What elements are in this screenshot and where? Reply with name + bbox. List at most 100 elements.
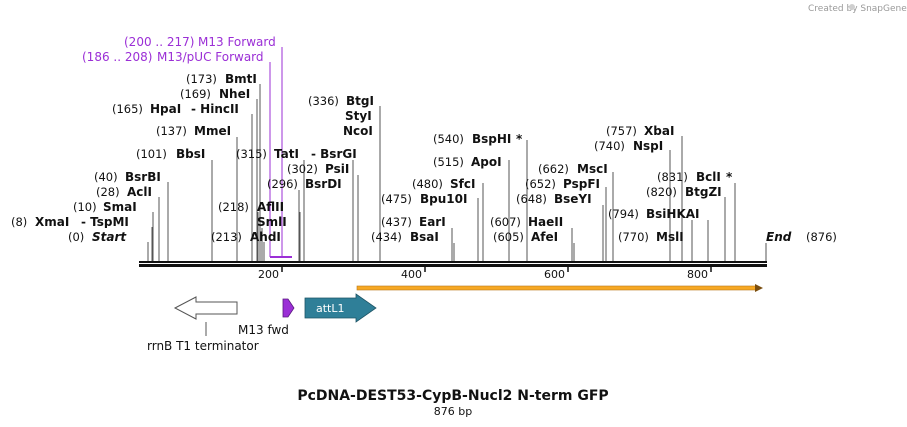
attl1-label: attL1 <box>316 302 345 315</box>
ruler: 200 400 600 800 <box>258 266 712 281</box>
enzyme-position: (607) <box>490 215 521 229</box>
enzyme-position: (475) <box>381 192 412 206</box>
enzyme-name[interactable]: NspI <box>633 139 663 153</box>
end-position: (876) <box>806 230 837 244</box>
enzyme-name[interactable]: SmlI <box>257 215 287 229</box>
attl1-feature[interactable]: attL1 <box>304 293 377 323</box>
enzyme-name[interactable]: PsiI <box>325 162 349 176</box>
enzyme-labels-mid-left: (315) TatI - BsrGI (302) PsiI (296) BsrD… <box>211 94 374 244</box>
enzyme-position: (605) <box>493 230 524 244</box>
enzyme-name[interactable]: MmeI <box>194 124 231 138</box>
enzyme-position: (757) <box>606 124 637 138</box>
enzyme-star: * <box>726 170 733 184</box>
enzyme-position: (218) <box>218 200 249 214</box>
enzyme-position: (770) <box>618 230 649 244</box>
enzyme-position: (820) <box>646 185 677 199</box>
orf-arrow[interactable] <box>356 284 763 292</box>
enzyme-name[interactable]: BsrBI <box>125 170 161 184</box>
ruler-label: 400 <box>401 268 422 281</box>
enzyme-alt-name[interactable]: - BsrGI <box>311 147 357 161</box>
primer-range: (186 .. 208) <box>82 50 152 64</box>
enzyme-position: (213) <box>211 230 242 244</box>
enzyme-position: (296) <box>267 177 298 191</box>
enzyme-position: (740) <box>594 139 625 153</box>
enzyme-name[interactable]: Bpu10I <box>420 192 467 206</box>
enzyme-position: (336) <box>308 94 339 108</box>
start-position: (0) <box>68 230 84 244</box>
enzyme-labels-mid: (540) BspHI * (515) ApoI (480) SfcI (475… <box>371 132 608 244</box>
enzyme-name[interactable]: MslI <box>656 230 684 244</box>
enzyme-name[interactable]: ApoI <box>471 155 502 169</box>
enzyme-position: (165) <box>112 102 143 116</box>
start-label: Start <box>92 230 127 244</box>
m13-fwd-label: M13 fwd <box>238 323 289 337</box>
enzyme-name[interactable]: BsaI <box>410 230 439 244</box>
end-label: End <box>766 230 792 244</box>
enzyme-position: (8) <box>11 215 27 229</box>
enzyme-star: * <box>516 132 523 146</box>
enzyme-name[interactable]: BsrDI <box>305 177 342 191</box>
enzyme-position: (28) <box>96 185 120 199</box>
enzyme-labels-left: (173) BmtI (169) NheI (165) HpaI - HincI… <box>11 72 257 229</box>
enzyme-name[interactable]: SfcI <box>450 177 475 191</box>
enzyme-name[interactable]: HaeII <box>528 215 563 229</box>
enzyme-name[interactable]: XbaI <box>644 124 674 138</box>
enzyme-position: (652) <box>525 177 556 191</box>
enzyme-name[interactable]: NheI <box>219 87 250 101</box>
cut-lines <box>147 84 767 262</box>
enzyme-position: (40) <box>94 170 118 184</box>
sequence-length: 876 bp <box>434 405 472 418</box>
enzyme-name[interactable]: AfeI <box>531 230 558 244</box>
enzyme-name[interactable]: NcoI <box>343 124 373 138</box>
map-title: PcDNA-DEST53-CypB-Nucl2 N-term GFP <box>297 388 608 404</box>
enzyme-name[interactable]: StyI <box>345 109 372 123</box>
enzyme-position: (794) <box>608 207 639 221</box>
m13-fwd-feature[interactable]: M13 fwd <box>238 298 295 337</box>
primer-range: (200 .. 217) <box>124 35 194 49</box>
rrnb-t1-terminator-feature[interactable]: rrnB T1 terminator <box>147 296 259 353</box>
enzyme-name[interactable]: BspHI <box>472 132 511 146</box>
sequence-backbone-top <box>139 261 767 263</box>
enzyme-alt-name[interactable]: - TspMI <box>81 215 129 229</box>
enzyme-position: (173) <box>186 72 217 86</box>
enzyme-position: (10) <box>73 200 97 214</box>
enzyme-name[interactable]: SmaI <box>103 200 137 214</box>
enzyme-name[interactable]: PspFI <box>563 177 600 191</box>
enzyme-name[interactable]: BbsI <box>176 147 205 161</box>
snapgene-credit: Created by SnapGene <box>808 4 907 14</box>
enzyme-position: (662) <box>538 162 569 176</box>
ruler-label: 800 <box>687 268 708 281</box>
enzyme-position: (302) <box>287 162 318 176</box>
enzyme-name[interactable]: HpaI <box>150 102 181 116</box>
enzyme-position: (169) <box>180 87 211 101</box>
ruler-label: 600 <box>544 268 565 281</box>
sequence-backbone-bottom <box>139 264 767 267</box>
enzyme-name[interactable]: AhdI <box>250 230 281 244</box>
rrnb-t1-terminator-label: rrnB T1 terminator <box>147 339 259 353</box>
primer-name: M13 Forward <box>198 35 276 49</box>
primer-name: M13/pUC Forward <box>157 50 264 64</box>
enzyme-alt-name[interactable]: - HincII <box>191 102 239 116</box>
enzyme-name[interactable]: BseYI <box>554 192 592 206</box>
enzyme-position: (315) <box>236 147 267 161</box>
enzyme-name[interactable]: MscI <box>577 162 608 176</box>
enzyme-position: (540) <box>433 132 464 146</box>
enzyme-name[interactable]: XmaI <box>35 215 69 229</box>
enzyme-labels-right: (757) XbaI (740) NspI (831) BclI * (820)… <box>594 124 733 244</box>
enzyme-name[interactable]: BtgI <box>346 94 374 108</box>
enzyme-name[interactable]: BmtI <box>225 72 257 86</box>
enzyme-name[interactable]: BtgZI <box>685 185 722 199</box>
enzyme-name[interactable]: AclI <box>127 185 152 199</box>
enzyme-name[interactable]: BclI <box>696 170 721 184</box>
enzyme-name[interactable]: TatI <box>274 147 299 161</box>
enzyme-name[interactable]: EarI <box>419 215 446 229</box>
enzyme-position: (434) <box>371 230 402 244</box>
enzyme-name[interactable]: AflII <box>257 200 284 214</box>
start-label-bg <box>60 228 140 246</box>
enzyme-position: (101) <box>136 147 167 161</box>
enzyme-position: (831) <box>657 170 688 184</box>
enzyme-name[interactable]: BsiHKAI <box>646 207 700 221</box>
enzyme-position: (480) <box>412 177 443 191</box>
snapgene-logo-icon <box>849 4 855 10</box>
